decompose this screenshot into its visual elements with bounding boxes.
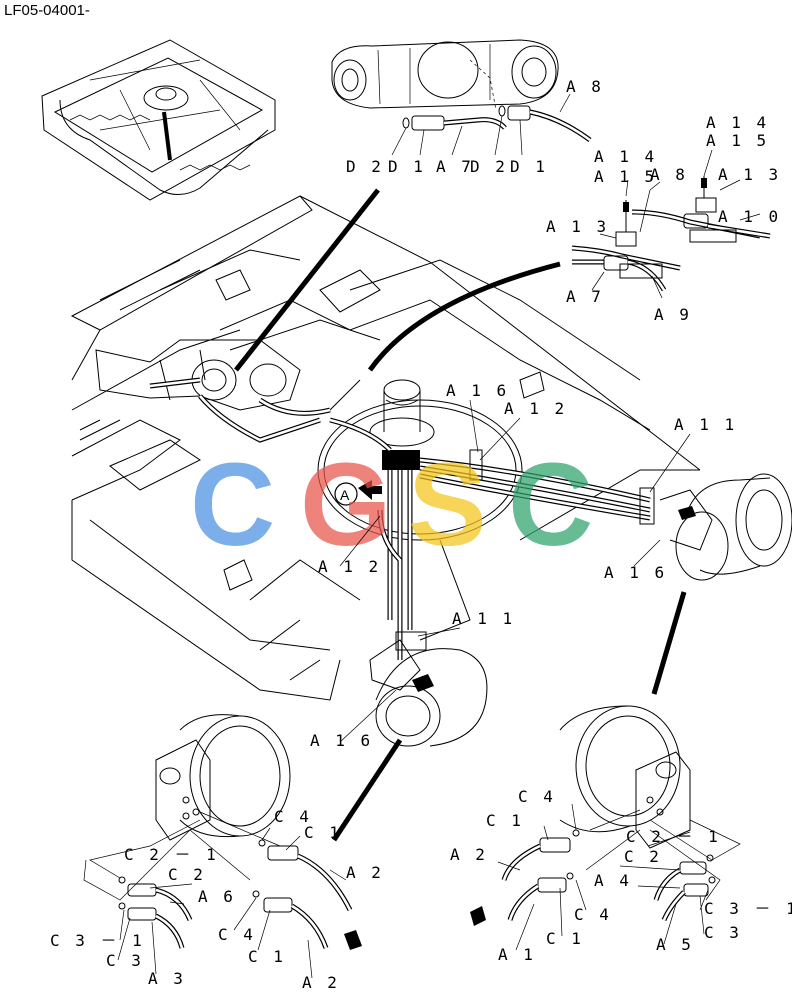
label-c4: C 4: [518, 787, 556, 806]
watermark-letter-4: C: [508, 439, 593, 571]
label-c2: C 2: [624, 847, 662, 866]
label-a4: A 4: [594, 871, 632, 890]
label-c2: C 2: [168, 865, 206, 884]
label-a2: A 2: [450, 845, 488, 864]
label-a8: A 8: [566, 77, 604, 96]
watermark-letter-1: C: [190, 439, 275, 571]
label-a5: A 5: [656, 935, 694, 954]
main-frame: [70, 195, 701, 701]
label-a11: A 1 1: [452, 609, 515, 628]
label-a13: A 1 3: [718, 165, 781, 184]
label-a16: A 1 6: [446, 381, 509, 400]
label-a16: A 1 6: [310, 731, 373, 750]
label-a2: A 2: [346, 863, 384, 882]
travel-motor-right: [659, 473, 792, 581]
clamp-detail: [571, 149, 771, 299]
label-a14: A 1 4: [594, 147, 657, 166]
label-d1: D 1: [388, 157, 426, 176]
label-a12: A 1 2: [504, 399, 567, 418]
label-c1: C 1: [546, 929, 584, 948]
swivel-joint: [317, 379, 523, 541]
label-c3-1: C 3 － 1: [50, 931, 145, 950]
arrow-left-icon: [470, 906, 486, 926]
arrow-right-icon: [358, 480, 382, 500]
leader-right: [651, 591, 687, 695]
label-a12: A 1 2: [318, 557, 381, 576]
label-a14: A 1 4: [706, 113, 769, 132]
part-labels: D 2 D 1 A 7 D 2 D 1 A 8 A 1 4 A 1 5 A 1 …: [50, 77, 792, 992]
label-c1: C 1: [486, 811, 524, 830]
swivel-hose-detail: [331, 39, 592, 156]
hose-bundle: [329, 417, 655, 660]
label-d2: D 2: [470, 157, 508, 176]
label-a11: A 1 1: [674, 415, 737, 434]
label-a15: A 1 5: [594, 167, 657, 186]
overview-inset: [41, 39, 276, 201]
arrow-right-icon: [344, 930, 362, 950]
label-a1: A 1: [498, 945, 536, 964]
label-c2-1: C 2 － 1: [626, 827, 721, 846]
label-a3: A 3: [148, 969, 186, 988]
detail-a-label: A: [340, 487, 350, 503]
label-c1: C 1: [248, 947, 286, 966]
watermark: C G S C: [190, 439, 593, 571]
travel-motor-left: [369, 639, 488, 747]
label-d2: D 2: [346, 157, 384, 176]
label-a6: A 6: [198, 887, 236, 906]
label-c1: C 1: [304, 823, 342, 842]
page-id: LF05-04001-: [4, 2, 90, 19]
leader-top: [234, 188, 380, 372]
label-a15: A 1 5: [706, 131, 769, 150]
label-c4: C 4: [274, 807, 312, 826]
label-a9: A 9: [654, 305, 692, 324]
label-a7: A 7: [436, 157, 474, 176]
watermark-letter-2: G: [300, 439, 392, 571]
label-a13: A 1 3: [546, 217, 609, 236]
label-c3: C 3: [106, 951, 144, 970]
leader-clamp: [367, 261, 561, 372]
label-a7: A 7: [566, 287, 604, 306]
label-c3-1: C 3 － 1: [704, 899, 792, 918]
label-c2-1: C 2 － 1: [124, 845, 219, 864]
label-c4: C 4: [218, 925, 256, 944]
detail-a-marker: A: [334, 480, 382, 506]
label-d1: D 1: [510, 157, 548, 176]
motor-detail-right: [470, 705, 741, 926]
leader-left: [331, 738, 403, 842]
label-a10: A 1 0: [718, 207, 781, 226]
watermark-letter-3: S: [408, 439, 487, 571]
label-a2: A 2: [302, 973, 340, 992]
motor-detail-left: [83, 714, 362, 950]
label-c3: C 3: [704, 923, 742, 942]
label-a8: A 8: [650, 165, 688, 184]
main-cylinder: [95, 339, 331, 443]
label-c4: C 4: [574, 905, 612, 924]
label-a16: A 1 6: [604, 563, 667, 582]
label-leaders: [117, 399, 709, 979]
